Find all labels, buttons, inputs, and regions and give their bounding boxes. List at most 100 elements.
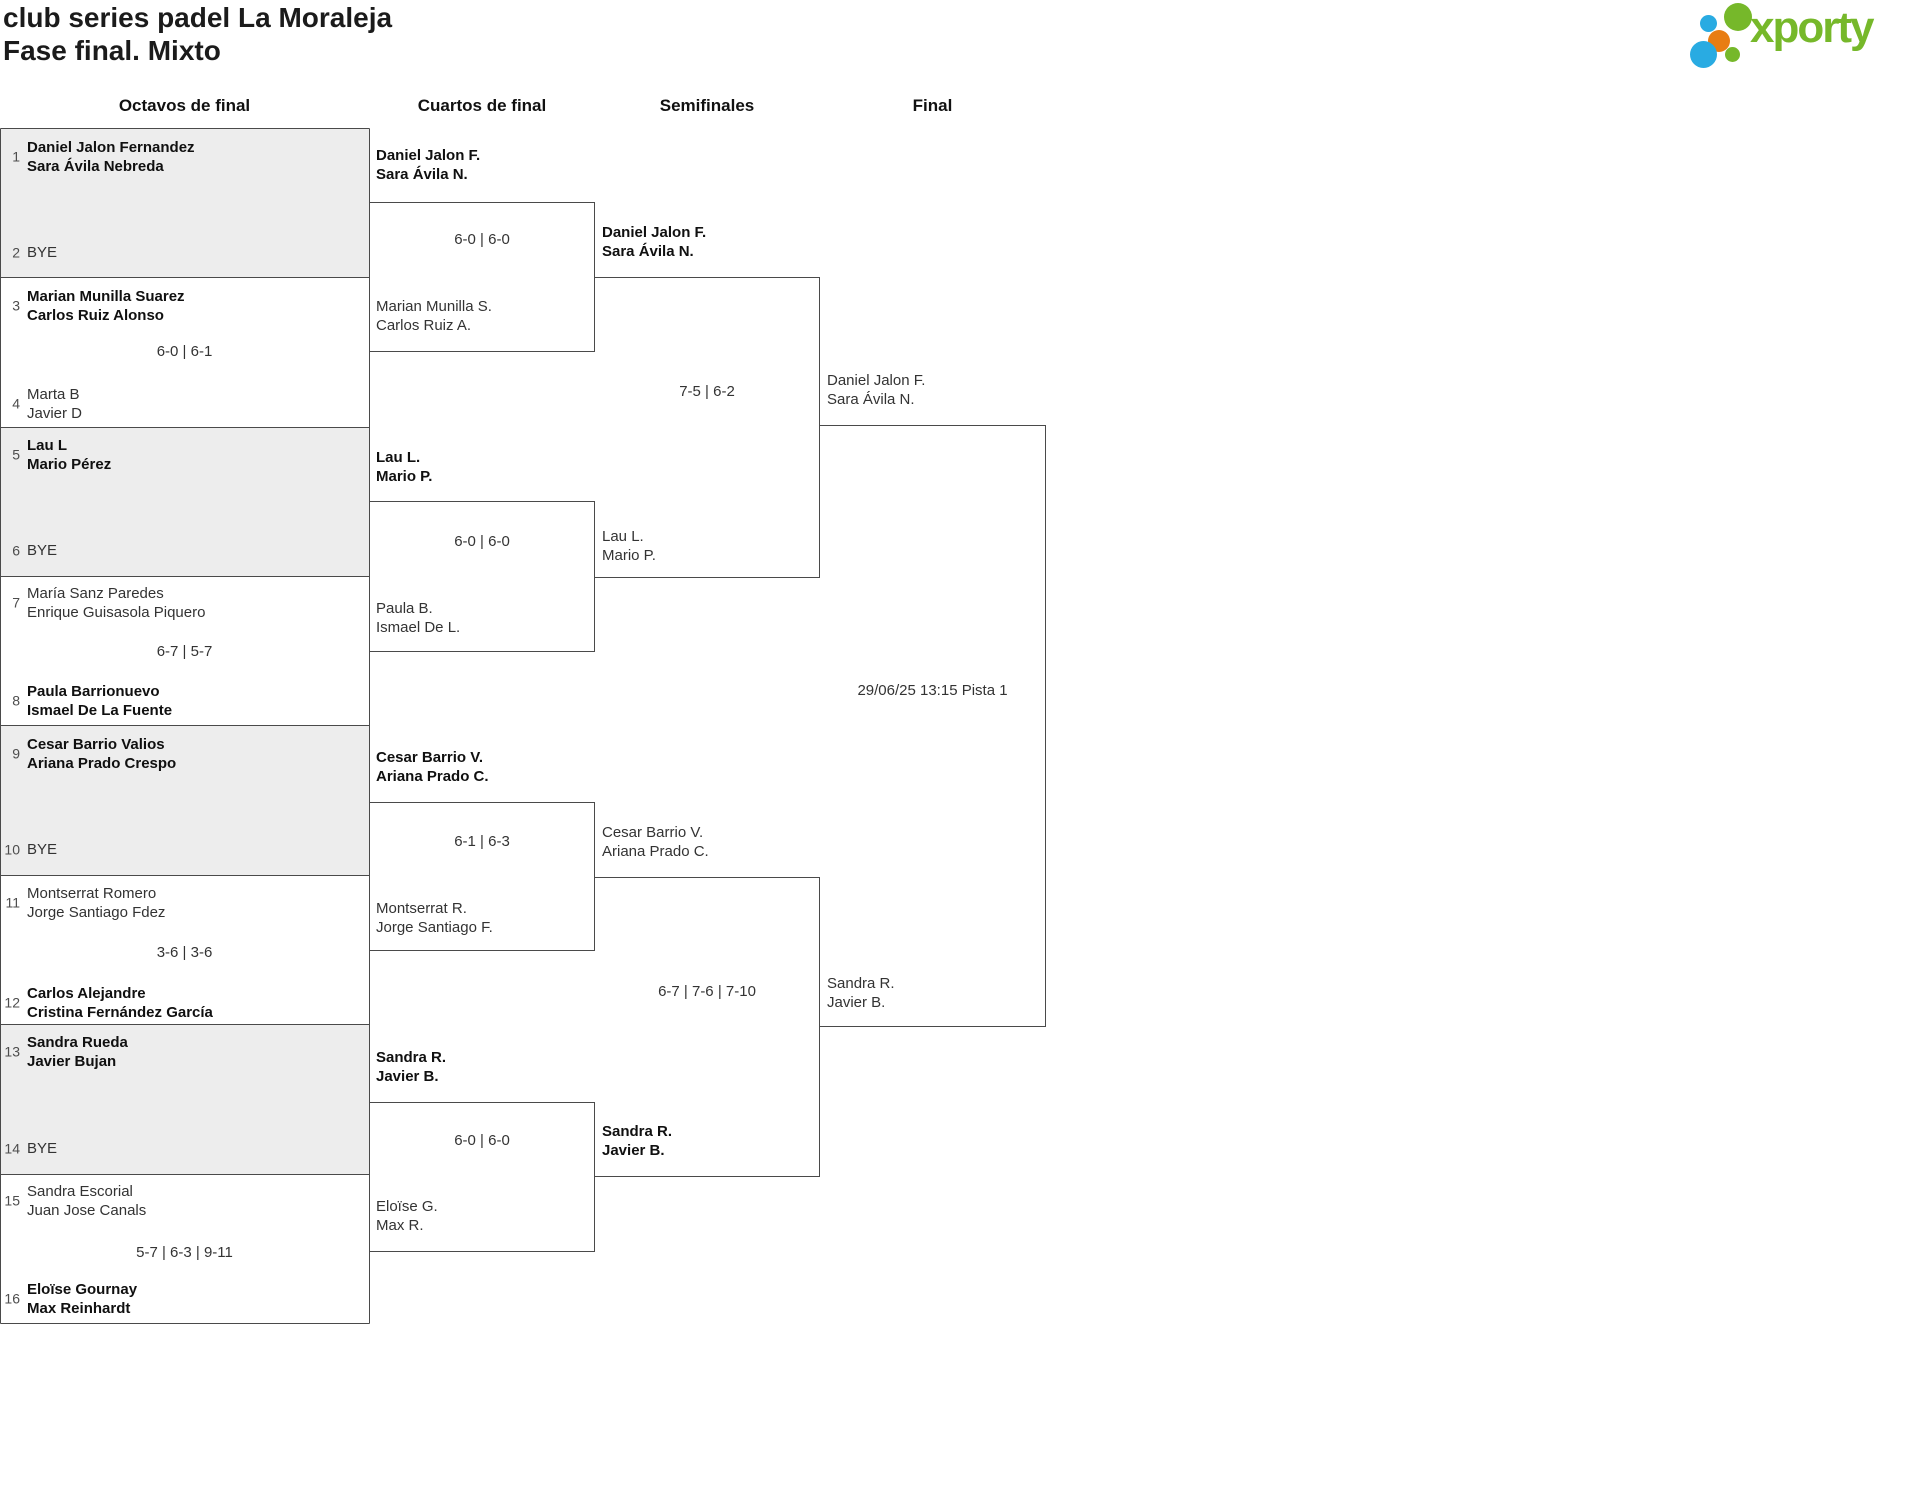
r16-score-match2: 6-0 | 6-1 (156, 343, 213, 360)
qf-slot-4-top: Sandra R. Javier B. (376, 1048, 592, 1086)
xporty-logo[interactable]: xporty (1688, 0, 1918, 70)
page-title-block: club series padel La Moraleja Fase final… (3, 1, 392, 67)
team-line1: Eloïse Gournay (27, 1281, 138, 1298)
page-subtitle: Fase final. Mixto (3, 35, 221, 66)
team-line1: Sandra R. (602, 1123, 673, 1140)
seed-number: 13 (4, 1043, 20, 1060)
team-line2: Mario P. (602, 547, 656, 564)
team-line2: Ariana Prado Crespo (27, 755, 177, 772)
team-line1: Montserrat R. (376, 900, 467, 917)
r16-slot-7: 7 María Sanz Paredes Enrique Guisasola P… (0, 584, 369, 622)
logo-dot-green-large (1724, 3, 1752, 31)
sf-slot-1-bottom: Lau L. Mario P. (602, 527, 818, 565)
column-header-semifinales: Semifinales (659, 96, 755, 115)
team-line1: Lau L. (376, 449, 421, 466)
team-line1: Cesar Barrio Valios (27, 736, 165, 753)
r16-slot-4: 4 Marta B Javier D (0, 385, 369, 423)
sf-score-2: 6-7 | 7-6 | 7-10 (658, 983, 756, 1000)
r16-slot-14: 14 BYE (0, 1139, 369, 1158)
team-line1: Paula B. (376, 600, 433, 617)
page-title: club series padel La Moraleja (3, 2, 393, 33)
seed-number: 9 (12, 745, 20, 762)
team-line2: Javier Bujan (27, 1053, 117, 1070)
sf-slot-2-top: Cesar Barrio V. Ariana Prado C. (602, 823, 818, 861)
qf-slot-3-bottom: Montserrat R. Jorge Santiago F. (376, 899, 592, 937)
r16-slot-16: 16 Eloïse Gournay Max Reinhardt (0, 1280, 369, 1318)
qf-slot-1-top: Daniel Jalon F. Sara Ávila N. (376, 146, 592, 184)
seed-number: 5 (12, 446, 20, 463)
team-line1: Sandra Rueda (27, 1034, 128, 1051)
team-line1: Marian Munilla S. (376, 298, 492, 315)
seed-number: 10 (4, 841, 20, 857)
sf-score-1: 7-5 | 6-2 (679, 383, 735, 400)
team-line1: Paula Barrionuevo (27, 683, 160, 700)
team-line1: Lau L. (602, 528, 644, 545)
r16-slot-11: 11 Montserrat Romero Jorge Santiago Fdez (0, 884, 369, 922)
team-line1: BYE (27, 244, 58, 261)
seed-number: 6 (12, 542, 20, 558)
team-line1: Eloïse G. (376, 1198, 438, 1215)
team-line2: Ismael De L. (376, 619, 461, 636)
team-line1: Sandra R. (376, 1049, 447, 1066)
column-header-final: Final (912, 96, 953, 115)
final-slot-bottom: Sandra R. Javier B. (827, 974, 1043, 1012)
qf-score-4: 6-0 | 6-0 (454, 1132, 510, 1149)
seed-number: 4 (12, 395, 20, 412)
team-line2: Cristina Fernández García (27, 1004, 213, 1021)
r16-slot-6: 6 BYE (0, 541, 369, 560)
r16-slot-3: 3 Marian Munilla Suarez Carlos Ruiz Alon… (0, 287, 369, 325)
team-line1: Lau L (27, 437, 67, 454)
r16-slot-12: 12 Carlos Alejandre Cristina Fernández G… (0, 984, 369, 1022)
seed-number: 7 (12, 594, 20, 611)
team-line2: Ariana Prado C. (602, 843, 709, 860)
team-line2: Max R. (376, 1217, 424, 1234)
logo-dot-blue-large (1690, 41, 1717, 68)
seed-number: 11 (5, 894, 20, 911)
seed-number: 15 (4, 1192, 20, 1209)
team-line2: Javier B. (602, 1142, 665, 1159)
team-line2: Javier B. (376, 1068, 439, 1085)
team-line2: Sara Ávila Nebreda (27, 158, 164, 175)
team-line2: Carlos Ruiz A. (376, 317, 472, 334)
seed-number: 3 (12, 297, 20, 314)
team-line2: Sara Ávila N. (602, 243, 694, 260)
team-line2: Jorge Santiago F. (376, 919, 493, 936)
team-line2: Mario P. (376, 468, 433, 485)
r16-slot-5: 5 Lau L Mario Pérez (0, 436, 369, 474)
seed-number: 16 (4, 1290, 20, 1307)
team-line2: Max Reinhardt (27, 1300, 131, 1317)
team-line1: Daniel Jalon F. (827, 372, 926, 389)
team-line1: Sandra Escorial (27, 1183, 133, 1200)
column-header-octavos: Octavos de final (118, 96, 251, 115)
qf-slot-3-top: Cesar Barrio V. Ariana Prado C. (376, 748, 592, 786)
sf-slot-2-bottom: Sandra R. Javier B. (602, 1122, 818, 1160)
qf-score-3: 6-1 | 6-3 (454, 833, 510, 850)
team-line2: Javier D (27, 405, 83, 422)
team-line1: Cesar Barrio V. (602, 824, 704, 841)
team-line1: Daniel Jalon F. (602, 224, 707, 241)
r16-slot-9: 9 Cesar Barrio Valios Ariana Prado Cresp… (0, 735, 369, 773)
team-line2: Javier B. (827, 994, 886, 1011)
team-line1: Marta B (27, 386, 80, 403)
team-line1: Carlos Alejandre (27, 985, 146, 1002)
team-line1: Daniel Jalon Fernandez (27, 139, 195, 156)
r16-score-match6: 3-6 | 3-6 (156, 944, 213, 961)
r16-slot-13: 13 Sandra Rueda Javier Bujan (0, 1033, 369, 1071)
final-slot-top: Daniel Jalon F. Sara Ávila N. (827, 371, 1043, 409)
team-line2: Ariana Prado C. (376, 768, 489, 785)
team-line2: Jorge Santiago Fdez (27, 904, 166, 921)
r16-score-match4: 6-7 | 5-7 (156, 643, 213, 660)
r16-slot-8: 8 Paula Barrionuevo Ismael De La Fuente (0, 682, 369, 720)
logo-dot-green-small (1725, 47, 1740, 62)
team-line2: Sara Ávila N. (827, 391, 915, 408)
team-line2: Mario Pérez (27, 456, 112, 473)
final-schedule: 29/06/25 13:15 Pista 1 (857, 682, 1008, 699)
team-line2: Sara Ávila N. (376, 166, 468, 183)
qf-score-2: 6-0 | 6-0 (454, 533, 510, 550)
team-line1: Daniel Jalon F. (376, 147, 481, 164)
r16-slot-15: 15 Sandra Escorial Juan Jose Canals (0, 1182, 369, 1220)
logo-dot-blue-small (1700, 15, 1717, 32)
column-header-cuartos: Cuartos de final (417, 96, 547, 115)
